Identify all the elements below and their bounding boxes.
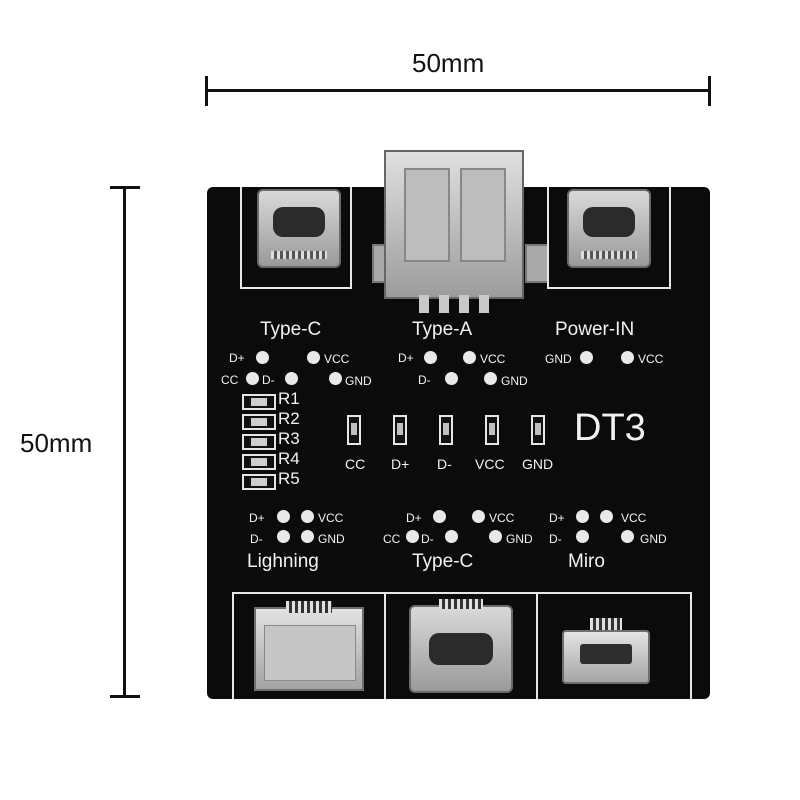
test-pad xyxy=(621,351,634,364)
test-pad xyxy=(576,510,589,523)
type-a-port-flange-right xyxy=(525,244,549,283)
type-c-port-bottom xyxy=(409,599,513,693)
top-left-port-frame xyxy=(240,187,352,289)
test-pad xyxy=(580,351,593,364)
pad-label: GND xyxy=(640,532,667,546)
bottom-port-divider xyxy=(232,592,234,699)
pad-label: D- xyxy=(549,532,562,546)
test-pad xyxy=(406,530,419,543)
indicator-led xyxy=(531,415,545,445)
test-pad xyxy=(463,351,476,364)
pad-label: GND xyxy=(506,532,533,546)
width-dimension xyxy=(205,76,711,106)
label-bottom-type-c: Type-C xyxy=(412,551,474,572)
led-label: D+ xyxy=(391,456,410,472)
pad-label: D+ xyxy=(406,511,422,525)
resistor xyxy=(242,394,276,410)
pad-label: VCC xyxy=(480,352,506,366)
pad-label: D- xyxy=(250,532,263,546)
pad-label: VCC xyxy=(621,511,647,525)
test-pad xyxy=(484,372,497,385)
test-pad xyxy=(445,372,458,385)
test-pad xyxy=(307,351,320,364)
led-label: CC xyxy=(345,456,366,472)
height-dimension xyxy=(110,186,140,698)
resistor-label: R3 xyxy=(278,429,300,448)
label-top-type-c: Type-C xyxy=(260,319,322,340)
test-pad xyxy=(301,530,314,543)
pad-label: GND xyxy=(318,532,345,546)
pad-label: GND xyxy=(345,374,372,388)
test-pad xyxy=(576,530,589,543)
micro-usb-port xyxy=(562,618,650,684)
lightning-port xyxy=(254,601,364,691)
test-pad xyxy=(301,510,314,523)
bottom-port-divider xyxy=(536,592,538,699)
test-pad xyxy=(424,351,437,364)
resistor-label: R5 xyxy=(278,469,300,488)
resistor xyxy=(242,434,276,450)
test-pad xyxy=(433,510,446,523)
indicator-led xyxy=(347,415,361,445)
resistor xyxy=(242,454,276,470)
label-power-in: Power-IN xyxy=(555,319,635,340)
label-lighning: Lighning xyxy=(247,551,319,572)
indicator-led xyxy=(393,415,407,445)
type-c-port-top-left xyxy=(257,189,341,268)
pad-label: GND xyxy=(501,374,528,388)
width-label: 50mm xyxy=(412,48,485,78)
pad-label: D- xyxy=(418,373,431,387)
test-pad xyxy=(329,372,342,385)
pad-label: VCC xyxy=(489,511,515,525)
type-a-pins xyxy=(419,295,491,315)
bottom-port-frame-line xyxy=(232,592,692,594)
test-pad xyxy=(472,510,485,523)
label-top-type-a: Type-A xyxy=(412,319,473,340)
indicator-led xyxy=(439,415,453,445)
pad-label: VCC xyxy=(318,511,344,525)
pad-label: VCC xyxy=(638,352,664,366)
type-a-port xyxy=(384,150,524,299)
pad-label: D+ xyxy=(398,351,414,365)
top-right-port-frame xyxy=(547,187,671,289)
pad-label: CC xyxy=(221,373,239,387)
test-pad xyxy=(277,530,290,543)
resistor-label: R4 xyxy=(278,449,300,468)
led-label: VCC xyxy=(475,456,505,472)
test-pad xyxy=(277,510,290,523)
resistor-label: R1 xyxy=(278,389,300,408)
test-pad xyxy=(621,530,634,543)
pad-label: D+ xyxy=(249,511,265,525)
pad-label: D- xyxy=(421,532,434,546)
label-miro: Miro xyxy=(568,551,605,572)
test-pad xyxy=(489,530,502,543)
pad-label: GND xyxy=(545,352,572,366)
test-pad xyxy=(600,510,613,523)
type-c-port-power-in xyxy=(567,189,651,268)
pad-label: D+ xyxy=(549,511,565,525)
model-label: DT3 xyxy=(574,407,646,449)
test-pad xyxy=(246,372,259,385)
pad-label: D+ xyxy=(229,351,245,365)
led-label: GND xyxy=(522,456,554,472)
pad-label: D- xyxy=(262,373,275,387)
resistor xyxy=(242,474,276,490)
height-label: 50mm xyxy=(20,428,93,458)
indicator-led xyxy=(485,415,499,445)
bottom-port-divider xyxy=(690,592,692,699)
pcb-board: Type-C Type-A Power-IN D+ VCC CC D- GND … xyxy=(207,150,710,699)
resistor-label: R2 xyxy=(278,409,300,428)
pad-label: VCC xyxy=(324,352,350,366)
test-pad xyxy=(256,351,269,364)
bottom-port-divider xyxy=(384,592,386,699)
test-pad xyxy=(445,530,458,543)
test-pad xyxy=(285,372,298,385)
led-label: D- xyxy=(437,456,452,472)
resistor xyxy=(242,414,276,430)
pad-label: CC xyxy=(383,532,401,546)
